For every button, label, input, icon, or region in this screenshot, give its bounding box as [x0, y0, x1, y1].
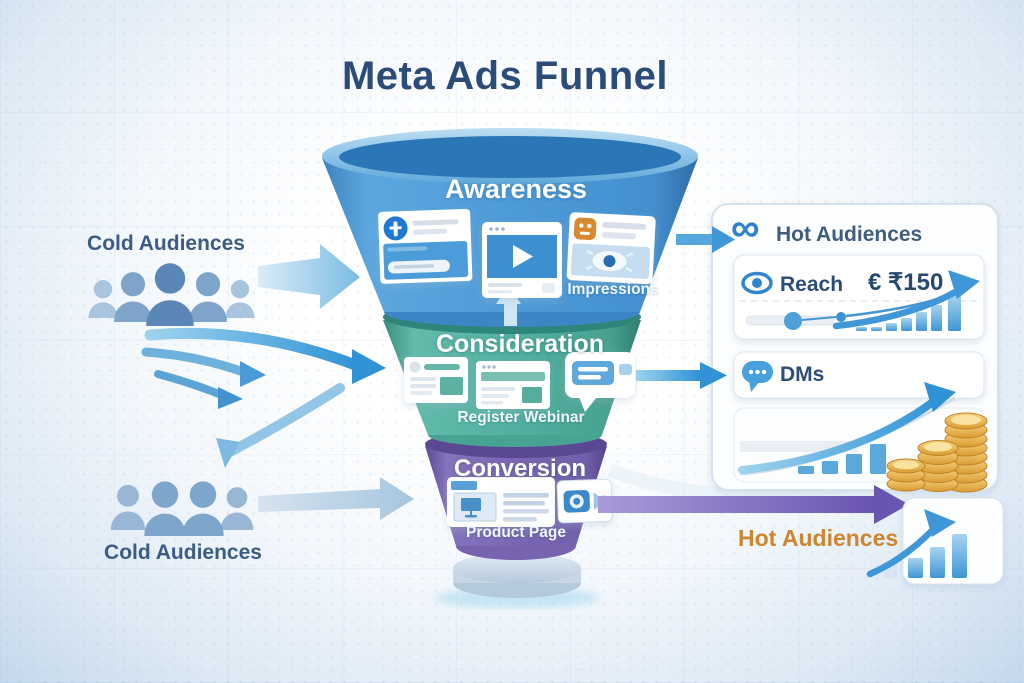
meta-logo-icon: ∞: [731, 206, 760, 250]
product-page-card-icon: [447, 477, 555, 527]
stage-tag-impressions: Impressions: [567, 281, 659, 298]
chat-message-card-icon: [565, 352, 635, 412]
stage-tag-product-page: Product Page: [466, 524, 566, 541]
stage-label-conversion: Conversion: [453, 455, 587, 482]
impressions-eye-card-icon: [566, 212, 656, 285]
video-ad-card-icon: [482, 222, 562, 298]
landing-page-card-icon: [404, 357, 468, 403]
stage-tag-register-webinar: Register Webinar: [457, 409, 585, 426]
hot-audiences-header: Hot Audiences: [776, 223, 923, 246]
dms-label: DMs: [780, 363, 825, 386]
funnel-pedestal: [435, 553, 599, 608]
webform-card-icon: [476, 361, 550, 409]
cold-audiences-label-top: Cold Audiences: [87, 232, 245, 255]
bottom-right-growth-card: [866, 497, 1004, 585]
chat-bubble-icon: [742, 361, 773, 392]
cold-audiences-label-bottom: Cold Audiences: [104, 541, 262, 564]
arrow-cold-top-to-awareness: [258, 244, 360, 309]
arrow-awareness-to-hot-audiences: [676, 226, 735, 253]
reach-label: Reach: [780, 273, 844, 296]
reach-card: [733, 254, 985, 340]
arrow-conversion-to-hot-audiences: [598, 485, 909, 524]
cold-audience-group-top-icon: [88, 263, 255, 326]
reach-value: € ₹150: [868, 269, 944, 296]
cold-audience-group-bottom-icon: [110, 481, 254, 536]
dms-card: [733, 351, 985, 399]
eye-icon: [741, 271, 773, 295]
arrow-consideration-to-dms: [636, 362, 727, 389]
gold-coins-icon: [886, 412, 988, 493]
page-title: Meta Ads Funnel: [341, 54, 669, 98]
stage-label-consideration: Consideration: [435, 330, 605, 358]
arrow-cold-bottom-to-conversion: [258, 477, 414, 520]
growth-chart-card: [733, 382, 988, 493]
reach-mini-chart-icon: [745, 270, 980, 331]
curved-arrows-to-consideration: [141, 327, 386, 468]
facebook-post-ad-card-icon: [378, 208, 473, 284]
stage-label-awareness: Awareness: [444, 174, 588, 204]
hot-audiences-bottom-label: Hot Audiences: [738, 525, 899, 551]
